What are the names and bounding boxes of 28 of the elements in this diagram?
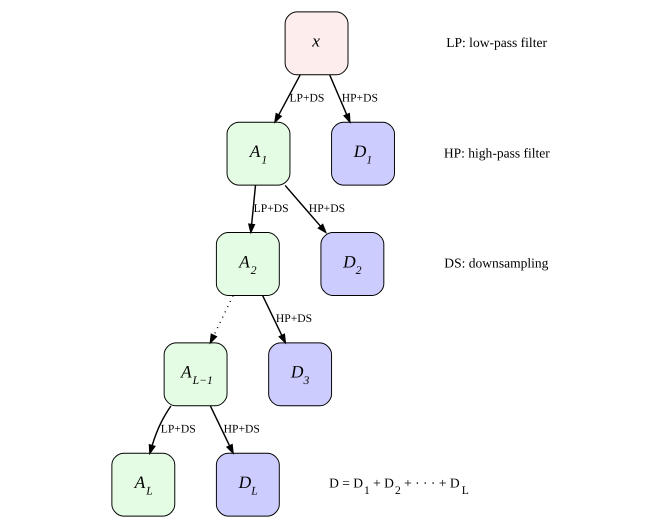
edge-label: LP+DS	[253, 202, 288, 215]
arrow	[248, 185, 256, 234]
node-box: A$_{1}$	[226, 122, 290, 186]
edge-label: LP+DS	[288, 92, 324, 105]
node-box: D$_{L}$	[215, 452, 280, 517]
edge-label: HP+DS	[341, 92, 378, 105]
label: HP: high-pass filter	[443, 145, 550, 160]
node-box: D$_{3}$	[268, 342, 332, 406]
arrow	[284, 184, 327, 234]
arrow	[328, 74, 350, 124]
label: LP: low-pass filter	[446, 34, 546, 50]
arrow	[262, 295, 286, 344]
arrow	[148, 406, 171, 456]
node-box: D$_{1}$	[330, 122, 394, 186]
edge-label: LP+DS	[160, 422, 196, 436]
node-box: x	[284, 11, 348, 76]
arrow	[273, 74, 300, 124]
edge-label: HP+DS	[308, 202, 345, 215]
edge-label: HP+DS	[223, 422, 260, 436]
node-box: A$_{L−1}$	[163, 342, 228, 406]
arrow	[209, 406, 234, 455]
edge-label: HP+DS	[275, 312, 312, 326]
node-box: A$_{L}$	[110, 452, 175, 517]
label: DS: downsampling	[444, 256, 548, 271]
node-box: A$_{2}$	[215, 232, 280, 296]
node-box: D$_{2}$	[320, 232, 384, 296]
label: D = D$_{1}$ + D$_{2}$ + · · · + D$_{L}$	[328, 475, 468, 497]
arrow	[209, 295, 234, 344]
